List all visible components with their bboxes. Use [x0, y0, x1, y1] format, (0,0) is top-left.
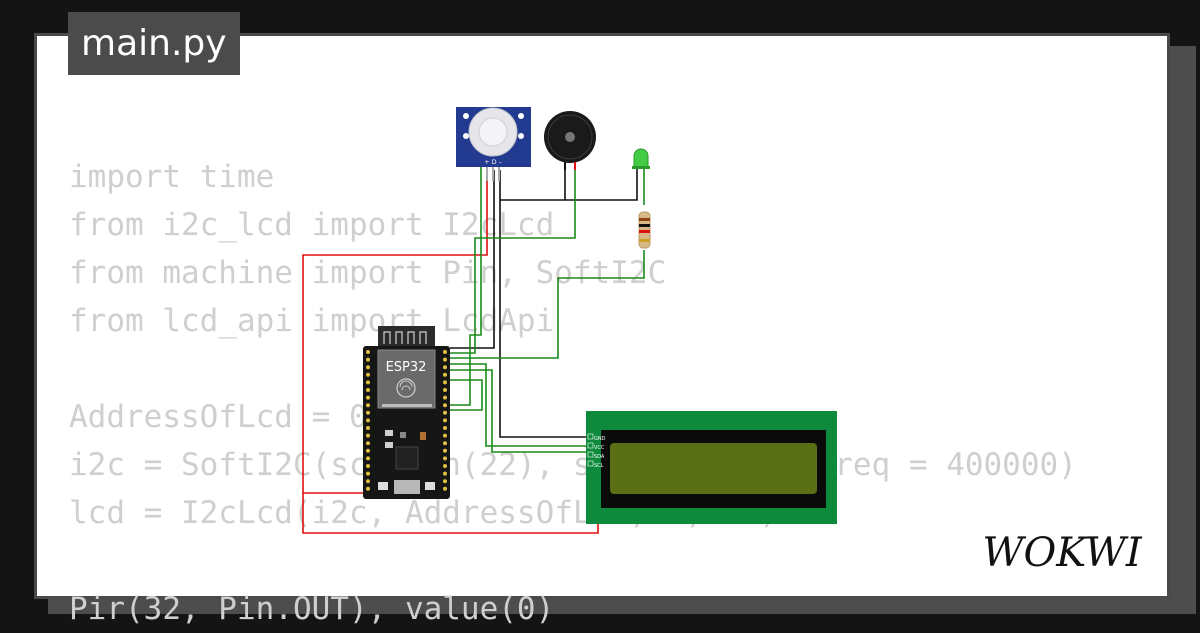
- esp32-pin: [366, 433, 370, 438]
- wire-esp32-loop: [450, 379, 483, 411]
- wire-pir-signal: [450, 165, 482, 406]
- esp32-pin: [366, 395, 370, 400]
- esp32-pin: [443, 479, 447, 484]
- lcd-1602: GND VCC SDA SCL: [586, 411, 837, 524]
- esp32-pin: [366, 486, 370, 491]
- esp32-pin: [366, 479, 370, 484]
- esp32-pin: [443, 380, 447, 385]
- lcd-pin: [587, 451, 594, 458]
- esp32-pin: [443, 456, 447, 461]
- esp32-pins-left: [366, 350, 370, 491]
- esp32-pin: [443, 365, 447, 370]
- esp32-pin: [366, 464, 370, 468]
- code-line: from lcd_api import LcdApi: [69, 303, 555, 339]
- wire-resistor: [450, 250, 645, 359]
- esp32-board: ESP32: [363, 326, 450, 499]
- pir-pin-labels: + D –: [484, 158, 502, 166]
- file-tab[interactable]: main.py: [68, 12, 240, 75]
- code-line: Pir(32, Pin.OUT), value(0): [69, 591, 555, 627]
- wire-pir-gnd: [450, 170, 495, 349]
- wire-buzzer-signal: [450, 162, 576, 354]
- esp32-pin: [443, 357, 447, 362]
- esp32-pin: [366, 448, 370, 453]
- lcd-pin: [587, 433, 594, 440]
- esp32-pin: [443, 395, 447, 400]
- code-line: from machine import Pin, SoftI2C: [69, 255, 667, 291]
- esp32-pin: [443, 433, 447, 438]
- esp32-pin: [366, 426, 370, 430]
- lcd-pin-sda: SDA: [594, 454, 605, 460]
- wire-pir-vcc: [302, 170, 599, 534]
- esp32-pin: [443, 403, 447, 408]
- esp32-pin: [443, 464, 447, 468]
- esp32-pin: [443, 372, 447, 377]
- esp32-pin: [443, 448, 447, 453]
- esp32-pin: [366, 441, 370, 446]
- lcd-pin-scl: SCL: [594, 463, 604, 469]
- wire-lcd-gnd: [499, 170, 589, 438]
- esp32-pin: [366, 388, 370, 392]
- lcd-pin-gnd: GND: [594, 436, 606, 442]
- esp32-pin: [443, 471, 447, 476]
- esp32-pin: [443, 426, 447, 430]
- wire-lcd-scl: [450, 369, 589, 453]
- esp32-pin: [366, 350, 370, 354]
- esp32-pin: [366, 372, 370, 377]
- esp32-pin: [443, 441, 447, 446]
- wokwi-logo: WOKWI: [982, 530, 1142, 576]
- esp32-pin: [366, 403, 370, 408]
- wire-buzzer-gnd: [500, 162, 566, 201]
- lcd-pin: [587, 460, 594, 467]
- wire-led-cathode: [565, 168, 638, 201]
- esp32-pin: [443, 418, 447, 423]
- resistor: [638, 211, 651, 249]
- esp32-label: ESP32: [386, 360, 427, 375]
- esp32-pin: [443, 486, 447, 491]
- esp32-pin: [366, 471, 370, 476]
- pir-sensor: + D –: [456, 107, 531, 181]
- wires: [302, 162, 645, 534]
- lcd-pin-vcc: VCC: [594, 445, 605, 451]
- code-line: import time: [69, 159, 275, 195]
- esp32-pin: [366, 365, 370, 370]
- esp32-pin: [366, 456, 370, 461]
- green-led: [632, 148, 650, 169]
- lcd-pin-header: [587, 433, 594, 467]
- esp32-pin: [443, 410, 447, 415]
- wire-lcd-sda: [450, 363, 589, 447]
- esp32-pin: [366, 380, 370, 385]
- esp32-pin: [366, 357, 370, 362]
- lcd-pin: [587, 442, 594, 449]
- code-line: from i2c_lcd import I2cLcd: [69, 207, 555, 243]
- buzzer: [544, 111, 596, 170]
- esp32-pin: [443, 350, 447, 354]
- esp32-pins-right: [443, 350, 447, 491]
- wokwi-logo-text: WOKWI: [982, 530, 1142, 576]
- project-preview-card: import time from i2c_lcd import I2cLcd fro…: [34, 33, 1170, 627]
- esp32-pin: [366, 410, 370, 415]
- esp32-pin: [366, 418, 370, 423]
- esp32-pin: [443, 388, 447, 392]
